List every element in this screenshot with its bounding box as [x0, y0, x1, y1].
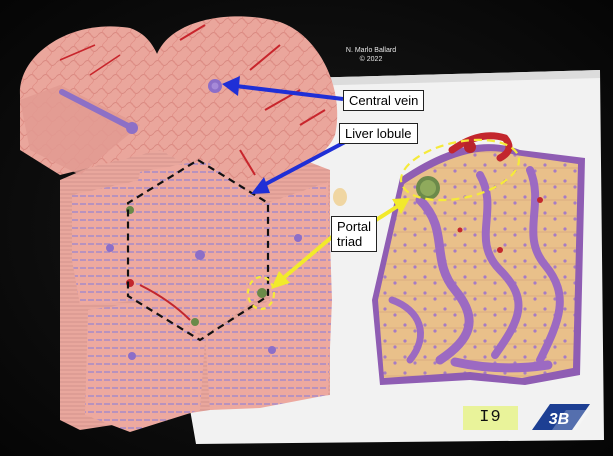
yellow-arrows	[271, 198, 410, 289]
credit-year: © 2022	[359, 56, 383, 63]
liver-model	[19, 16, 347, 432]
specimen-tag: I9	[463, 406, 518, 430]
brand-logo-text: 3B	[549, 411, 569, 428]
portal-triad-highlight	[246, 275, 276, 311]
lobule-outline	[126, 158, 270, 342]
portal-triad-label: Portal triad	[331, 216, 377, 252]
credit-author: N. Marlo Ballard	[345, 47, 397, 54]
photo-credit: N. Marlo Ballard © 2022	[331, 46, 411, 64]
central-vein-label: Central vein	[343, 90, 425, 111]
portal-triad-line2: triad	[337, 234, 363, 249]
portal-triad-line1: Portal	[337, 219, 371, 234]
section-triad-highlight	[399, 138, 521, 202]
brand-logo-icon: 3B	[532, 404, 590, 430]
liver-lobule-label: Liver lobule	[339, 123, 418, 144]
blue-arrows	[222, 76, 346, 194]
